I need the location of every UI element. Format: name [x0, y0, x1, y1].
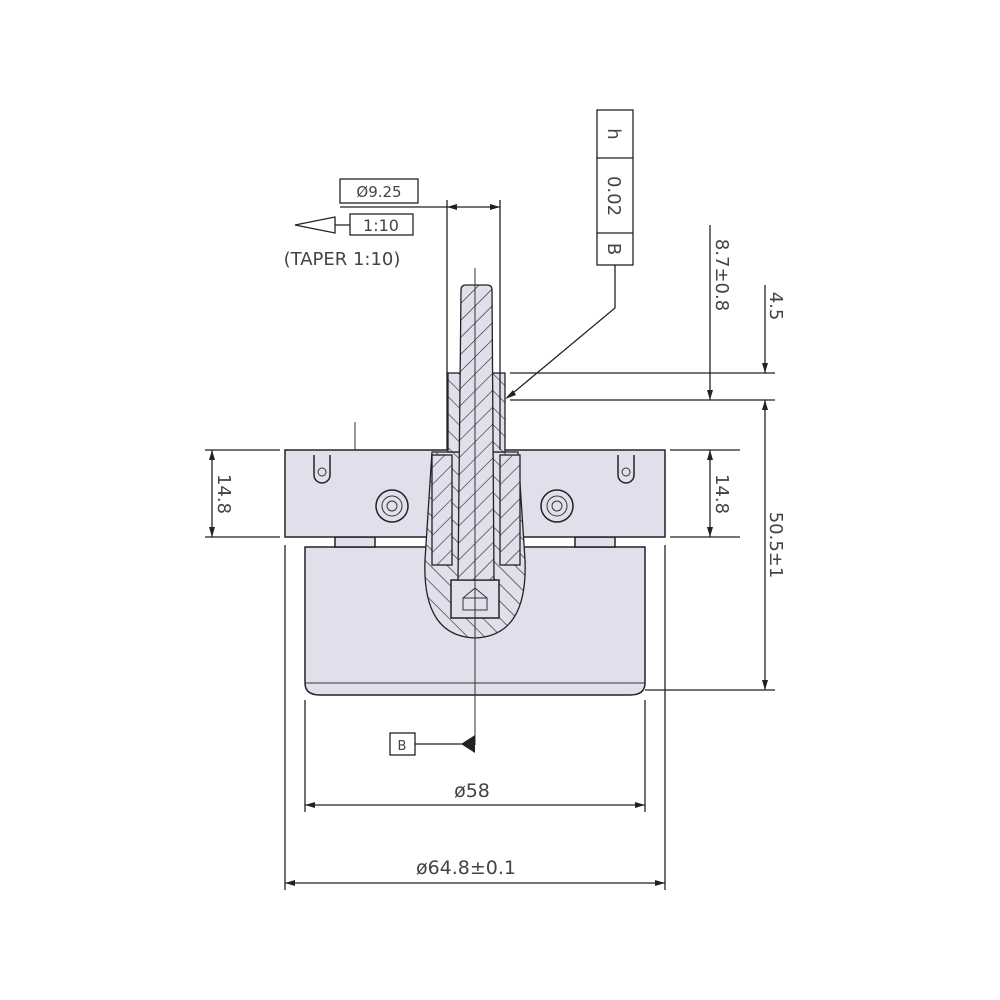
pin-icon [617, 455, 635, 484]
arrowhead [707, 390, 713, 400]
dim-height: 50.5±1 [765, 512, 786, 579]
datum-triangle-icon [461, 735, 475, 753]
taper-diameter: Ø9.25 [356, 183, 401, 201]
plate-foot-right [574, 536, 616, 548]
collet-sleeve-left [431, 454, 453, 566]
taper-arrow-icon [294, 216, 350, 234]
dim-outer-dia: ø64.8±0.1 [416, 857, 516, 879]
tolerance-datum: B [603, 243, 624, 255]
dim-top-offset: 8.7±0.8 [711, 239, 732, 311]
dim-plate-left: 14.8 [213, 474, 234, 514]
taper-ratio: 1:10 [363, 216, 399, 235]
collet-sleeve-right [499, 454, 521, 566]
tolerance-frame: h 0.02 B [596, 109, 634, 266]
taper-shank [457, 284, 495, 581]
tolerance-value: 0.02 [603, 176, 624, 216]
arrowhead [209, 450, 215, 537]
taper-note: (TAPER 1:10) [284, 249, 401, 270]
arrowhead [762, 363, 768, 373]
dim-plate-right: 14.8 [711, 474, 732, 514]
screw-icon [540, 489, 574, 523]
tolerance-leader [506, 265, 616, 399]
datum-label: B [398, 739, 407, 754]
leader-arrowhead [505, 390, 516, 399]
dim-body-dia: ø58 [454, 780, 490, 802]
tolerance-symbol: h [603, 128, 624, 139]
arrowhead [707, 450, 713, 537]
pin-icon [313, 455, 331, 484]
dim-collar: 4.5 [765, 292, 786, 321]
screw-icon [375, 489, 409, 523]
plate-foot-left [334, 536, 376, 548]
taper-diameter-box [339, 178, 419, 204]
